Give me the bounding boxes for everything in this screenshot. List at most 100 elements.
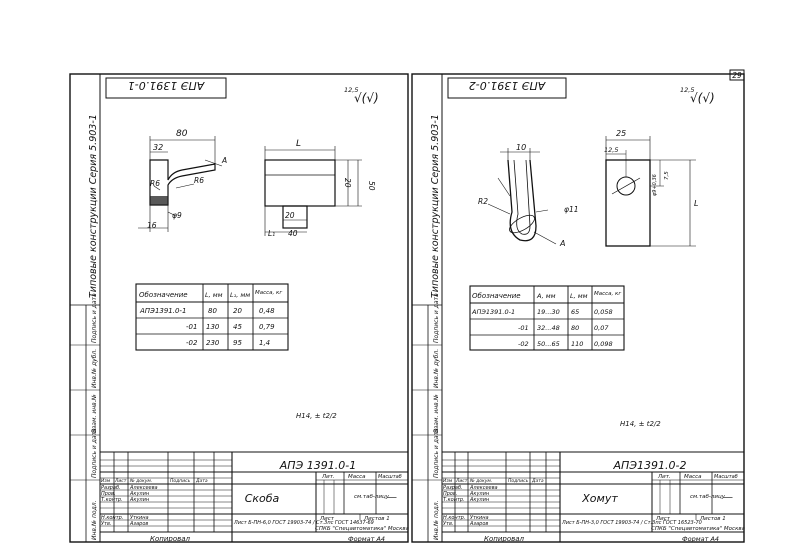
- stamp-person: Акулин: [469, 497, 490, 503]
- stamp-material: Лист Б-ПН-3,0 ГОСТ 19903-74 / Ст.3пс ГОС…: [561, 520, 702, 526]
- dim-label: L: [296, 139, 301, 149]
- stamp-org: СПКБ "Спецавтоматика" Москва: [315, 526, 410, 532]
- stamp-scale-value: см.таб-лицу: [690, 494, 726, 500]
- stamp-org: СПКБ "Спецавтоматика" Москва: [651, 526, 746, 532]
- dim-label: 80: [176, 129, 188, 139]
- dim-label: φ9: [172, 211, 182, 220]
- change-col: Дата: [195, 478, 208, 484]
- table-cell: 230: [206, 339, 220, 347]
- stamp-sheets: Листов 1: [363, 516, 390, 522]
- stamp-person: Уткина: [130, 515, 149, 521]
- table-cell: АПЭ1391.0-1: [139, 307, 186, 315]
- table-header: Масса, кг: [594, 291, 621, 297]
- stamp-person: Алексеева: [129, 485, 158, 491]
- tolerance-note: H14, ± t2/2: [296, 412, 337, 420]
- stamp-person: Алексеева: [469, 485, 498, 491]
- title-block: [442, 451, 744, 542]
- table-cell: -02: [518, 340, 529, 348]
- change-col: Изм: [101, 478, 111, 484]
- header-code-box: [447, 77, 567, 99]
- stamp-col-mass: Масса: [348, 474, 366, 480]
- stamp-person: Азаров: [469, 521, 488, 527]
- change-col: № докум.: [129, 478, 152, 484]
- table-cell: 80: [571, 324, 579, 332]
- stamp-col-mass: Масса: [684, 474, 702, 480]
- side-label: Инв.№ подл.: [433, 500, 440, 540]
- dim-label: R2: [478, 197, 488, 206]
- change-col: Подпись: [170, 478, 191, 484]
- clamp-front-view: [605, 136, 696, 247]
- table-header: L, мм: [205, 291, 223, 299]
- table-cell: 0,48: [259, 307, 275, 315]
- table-header: Обозначение: [139, 291, 188, 299]
- stamp-role: Утв.: [101, 521, 112, 527]
- stamp-person: Акулин: [129, 491, 150, 497]
- table-cell: 0,07: [594, 324, 609, 332]
- dim-label: 20: [343, 178, 352, 188]
- dim-label: 50: [367, 181, 376, 191]
- table-cell: 32...48: [537, 324, 560, 332]
- roughness-value: 12,5: [680, 86, 694, 94]
- side-label: Взам. инв.№: [433, 394, 440, 433]
- table-cell: 45: [233, 323, 242, 331]
- stamp-role: Т.контр.: [443, 497, 465, 503]
- table-cell: 50...65: [537, 340, 560, 348]
- dim-label: A: [559, 239, 565, 248]
- stamp-role: Т.контр.: [101, 497, 123, 503]
- sheet-frame: [411, 73, 745, 543]
- change-col: Подпись: [508, 478, 529, 484]
- change-col: № докум.: [469, 478, 492, 484]
- dim-label: φ9+0,36: [652, 174, 658, 196]
- roughness-symbol: √(√): [354, 91, 379, 105]
- stamp-role: Разраб.: [443, 485, 463, 491]
- format-label: Формат А4: [348, 535, 385, 543]
- stamp-role: Н.контр.: [101, 515, 123, 521]
- stamp-col-scale: Масштаб: [714, 474, 738, 480]
- table-cell: 1,4: [259, 339, 270, 347]
- stamp-scale-value: см.таб-лицу: [354, 494, 390, 500]
- table-header: Масса, кг: [255, 290, 282, 296]
- table-cell: 0,79: [259, 323, 275, 331]
- table-cell: 0,058: [594, 308, 613, 316]
- bracket-side-view: [138, 136, 223, 232]
- table-cell: 65: [571, 308, 579, 316]
- table-cell: 19...30: [537, 308, 560, 316]
- format-label: Формат А4: [682, 535, 719, 543]
- roughness-value: 12,5: [344, 86, 358, 94]
- copied-label: Копировал: [150, 535, 191, 543]
- dim-label: φ11: [564, 205, 579, 214]
- sheet-right: Инв.№ подл. Подпись и дата Взам. инв.№ И…: [411, 73, 746, 543]
- side-label: Подпись и дата: [91, 428, 98, 478]
- stamp-sheet: Лист: [319, 516, 335, 522]
- roughness-symbol: √(√): [690, 91, 715, 105]
- side-label: Взам. инв.№: [91, 394, 98, 433]
- stamp-sheets: Листов 1: [699, 516, 726, 522]
- stamp-person: Уткина: [470, 515, 489, 521]
- bracket-front-view: [264, 146, 362, 236]
- stamp-role: Пров.: [101, 491, 116, 497]
- stamp-material: Лист Б-ПН-6,0 ГОСТ 19903-74 / Ст.3пс ГОС…: [233, 520, 374, 526]
- table-cell: 130: [206, 323, 220, 331]
- table-cell: 80: [208, 307, 217, 315]
- dim-label: 40: [288, 229, 298, 238]
- stamp-role: Разраб.: [101, 485, 121, 491]
- change-col: Изм: [443, 478, 453, 484]
- sheet-left: Инв.№ подл. Подпись и дата Взам. инв.№ И…: [69, 73, 410, 543]
- series-label: Типовые конструкции Серия 5.903-1: [88, 114, 99, 298]
- header-code: АПЭ 1391.0-2: [469, 79, 546, 92]
- parts-table: [469, 285, 625, 351]
- stamp-mass: —: [723, 492, 733, 503]
- table-header: L₁, мм: [230, 291, 250, 299]
- side-label: Подпись и дата: [433, 428, 440, 478]
- stamp-role: Н.контр.: [443, 515, 465, 521]
- series-label: Типовые конструкции Серия 5.903-1: [430, 114, 441, 298]
- table-header: L, мм: [570, 292, 588, 300]
- table-header: A, мм: [536, 292, 556, 300]
- stamp-role: Пров.: [443, 491, 458, 497]
- tolerance-note: H14, ± t2/2: [620, 420, 661, 428]
- stamp-role: Утв.: [443, 521, 454, 527]
- stamp-mass: —: [387, 492, 397, 503]
- stamp-code: АПЭ 1391.0-1: [279, 459, 356, 472]
- dim-label: 10: [516, 143, 526, 152]
